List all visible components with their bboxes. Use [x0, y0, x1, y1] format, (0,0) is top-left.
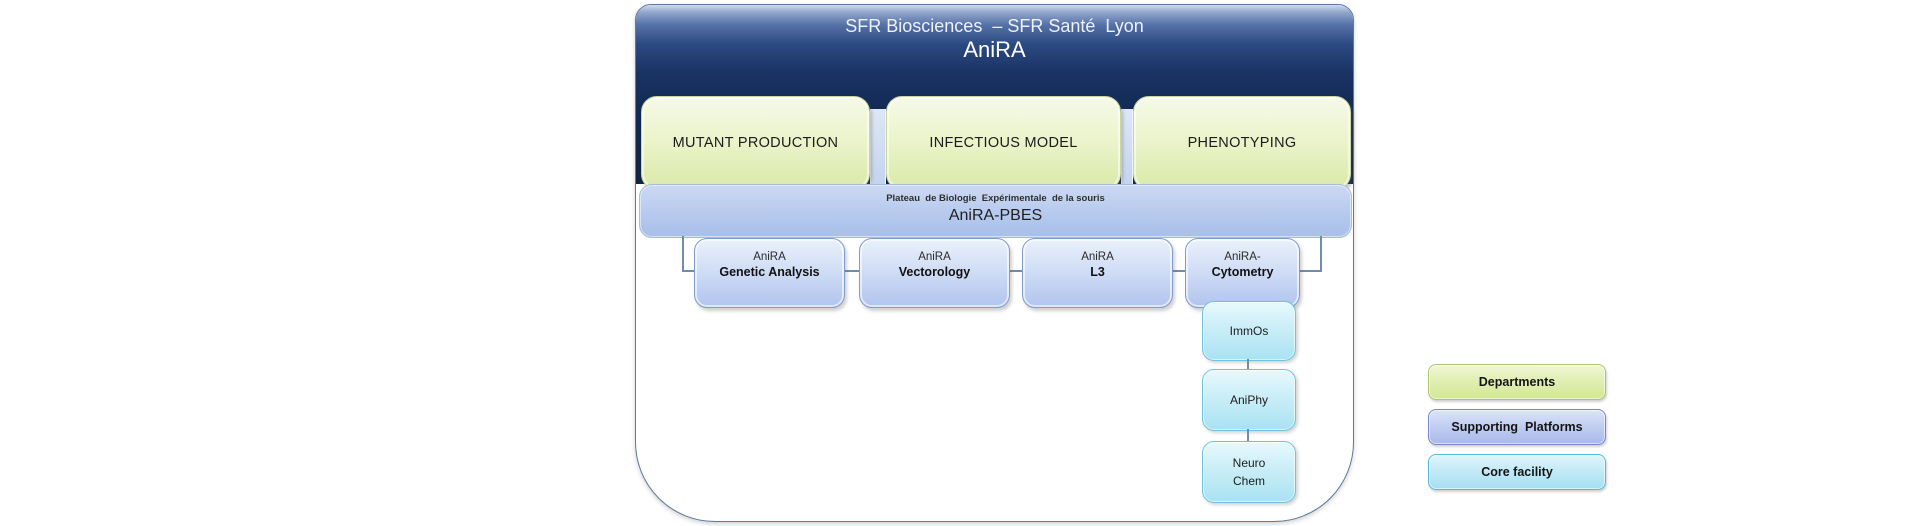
connector-bracket-left	[682, 236, 684, 272]
header-institution-title: SFR Biosciences – SFR Santé Lyon	[845, 16, 1144, 36]
platform-name-line2: Cytometry	[1211, 265, 1274, 279]
department-label: INFECTIOUS MODEL	[929, 135, 1078, 151]
legend-item-departments: Departments	[1428, 364, 1606, 400]
core-facility-box-aniphy: AniPhy	[1202, 369, 1296, 431]
platform-name-line1: AniRA	[753, 251, 786, 263]
pbes-subtitle: Plateau de Biologie Expérimentale de la …	[886, 193, 1105, 204]
department-box-phenotyping: PHENOTYPING	[1133, 96, 1351, 190]
legend-item-supporting-platforms: Supporting Platforms	[1428, 409, 1606, 445]
department-box-mutant-production: MUTANT PRODUCTION	[641, 96, 870, 190]
platform-name-line2: Genetic Analysis	[719, 265, 820, 279]
department-gap-connector	[1121, 109, 1133, 185]
platform-box-l3: AniRA L3	[1022, 238, 1173, 308]
anira-org-chart: SFR Biosciences – SFR Santé Lyon AniRA M…	[635, 4, 1354, 522]
core-facility-label: AniPhy	[1229, 393, 1269, 407]
core-facility-box-neurochem: Neuro Chem	[1202, 441, 1296, 503]
pbes-banner: Plateau de Biologie Expérimentale de la …	[639, 184, 1352, 238]
core-facility-label: Neuro Chem	[1232, 456, 1266, 488]
facility-connector	[1247, 359, 1249, 369]
header-unit-title: AniRA	[963, 37, 1026, 62]
platform-box-cytometry: AniRA- Cytometry	[1185, 238, 1300, 308]
platform-name-line1: AniRA	[1081, 251, 1114, 263]
department-gap-connector	[870, 109, 886, 185]
department-label: MUTANT PRODUCTION	[672, 135, 839, 151]
platform-name-line1: AniRA-	[1224, 251, 1261, 263]
department-box-infectious-model: INFECTIOUS MODEL	[886, 96, 1121, 190]
platform-box-vectorology: AniRA Vectorology	[859, 238, 1010, 308]
legend-item-core-facility: Core facility	[1428, 454, 1606, 490]
department-label: PHENOTYPING	[1187, 135, 1297, 151]
core-facility-label: ImmOs	[1229, 324, 1269, 338]
legend-label: Supporting Platforms	[1451, 420, 1583, 434]
connector-bracket-right	[1320, 236, 1322, 272]
platform-name-line2: L3	[1090, 265, 1105, 279]
facility-connector	[1247, 429, 1249, 441]
legend-label: Core facility	[1481, 465, 1553, 479]
platform-name-line2: Vectorology	[898, 265, 971, 279]
core-facility-box-immos: ImmOs	[1202, 301, 1296, 361]
platform-box-genetic-analysis: AniRA Genetic Analysis	[694, 238, 845, 308]
legend-label: Departments	[1478, 375, 1556, 389]
pbes-title: AniRA-PBES	[948, 207, 1043, 224]
platform-name-line1: AniRA	[918, 251, 951, 263]
